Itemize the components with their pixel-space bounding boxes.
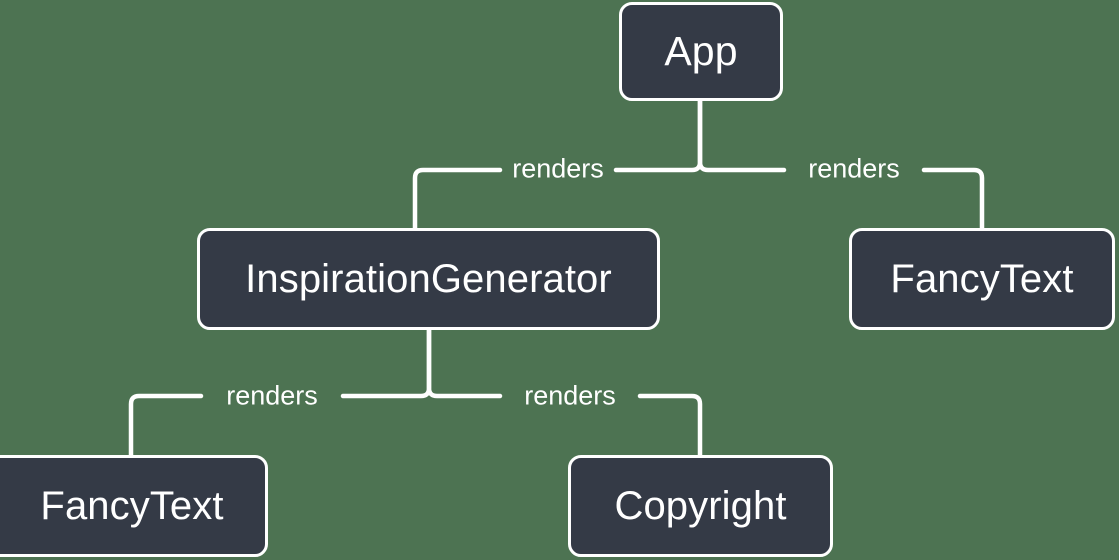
node-inspiration-generator-label: InspirationGenerator xyxy=(245,257,612,301)
node-fancytext-left[interactable]: FancyText xyxy=(0,455,268,557)
node-fancytext-right-label: FancyText xyxy=(890,257,1074,301)
node-app[interactable]: App xyxy=(619,2,783,101)
node-app-label: App xyxy=(664,28,738,74)
edge-label-app-to-inspiration-generator: renders xyxy=(512,153,604,184)
node-copyright-label: Copyright xyxy=(614,484,787,528)
node-fancytext-right[interactable]: FancyText xyxy=(849,228,1115,330)
edge-inspiration-copyright xyxy=(426,327,703,458)
node-fancytext-left-label: FancyText xyxy=(40,484,224,528)
edge-label-inspiration-generator-to-fancytext: renders xyxy=(226,380,318,411)
node-copyright[interactable]: Copyright xyxy=(568,455,833,557)
edge-label-app-to-fancytext: renders xyxy=(808,153,900,184)
node-inspiration-generator[interactable]: InspirationGenerator xyxy=(197,228,660,330)
edge-label-inspiration-generator-to-copyright: renders xyxy=(524,380,616,411)
edge-app-fancytext-right xyxy=(697,98,985,231)
